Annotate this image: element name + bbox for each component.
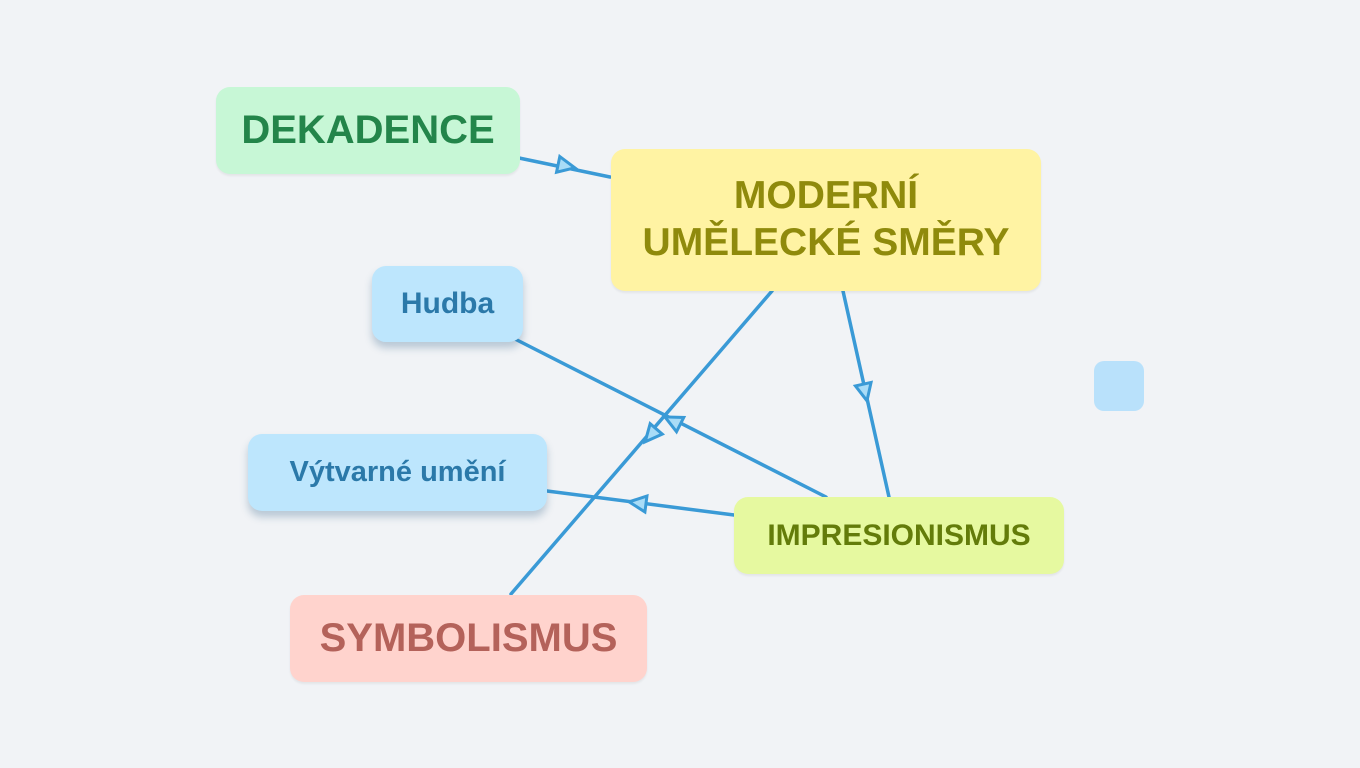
node-symbolismus[interactable]: SYMBOLISMUS (290, 595, 647, 682)
arrowhead-icon (661, 415, 687, 435)
arrowhead-icon (625, 493, 649, 515)
node-symbolismus-label: SYMBOLISMUS (319, 616, 618, 660)
node-root-label: MODERNÍ UMĚLECKÉ SMĚRY (642, 174, 1010, 264)
connector-impresionismus-to-hudba[interactable] (513, 337, 828, 499)
node-hudba-label: Hudba (400, 287, 495, 320)
node-hudba[interactable]: Hudba (372, 266, 523, 342)
node-impresionismus[interactable]: IMPRESIONISMUS (734, 497, 1064, 574)
connector-impresionismus-to-vytvarne[interactable] (545, 489, 736, 517)
node-dekadence[interactable]: DEKADENCE (216, 87, 520, 174)
arrowhead-icon (554, 153, 579, 175)
arrowhead-icon (642, 421, 666, 445)
node-vytvarne-label: Výtvarné umění (289, 456, 506, 488)
connector-root-to-impresionismus[interactable] (841, 289, 891, 499)
node-vytvarne-umeni[interactable]: Výtvarné umění (248, 434, 547, 511)
node-dekadence-label: DEKADENCE (241, 108, 495, 152)
node-impresionismus-label: IMPRESIONISMUS (767, 518, 1031, 552)
node-empty[interactable] (1094, 361, 1144, 411)
connector-dekadence-to-root[interactable] (517, 156, 612, 179)
connector-root-to-symbolismus[interactable] (509, 289, 774, 596)
node-root-moderni-umelecke-smery[interactable]: MODERNÍ UMĚLECKÉ SMĚRY (611, 149, 1041, 291)
arrowhead-icon (852, 380, 874, 405)
